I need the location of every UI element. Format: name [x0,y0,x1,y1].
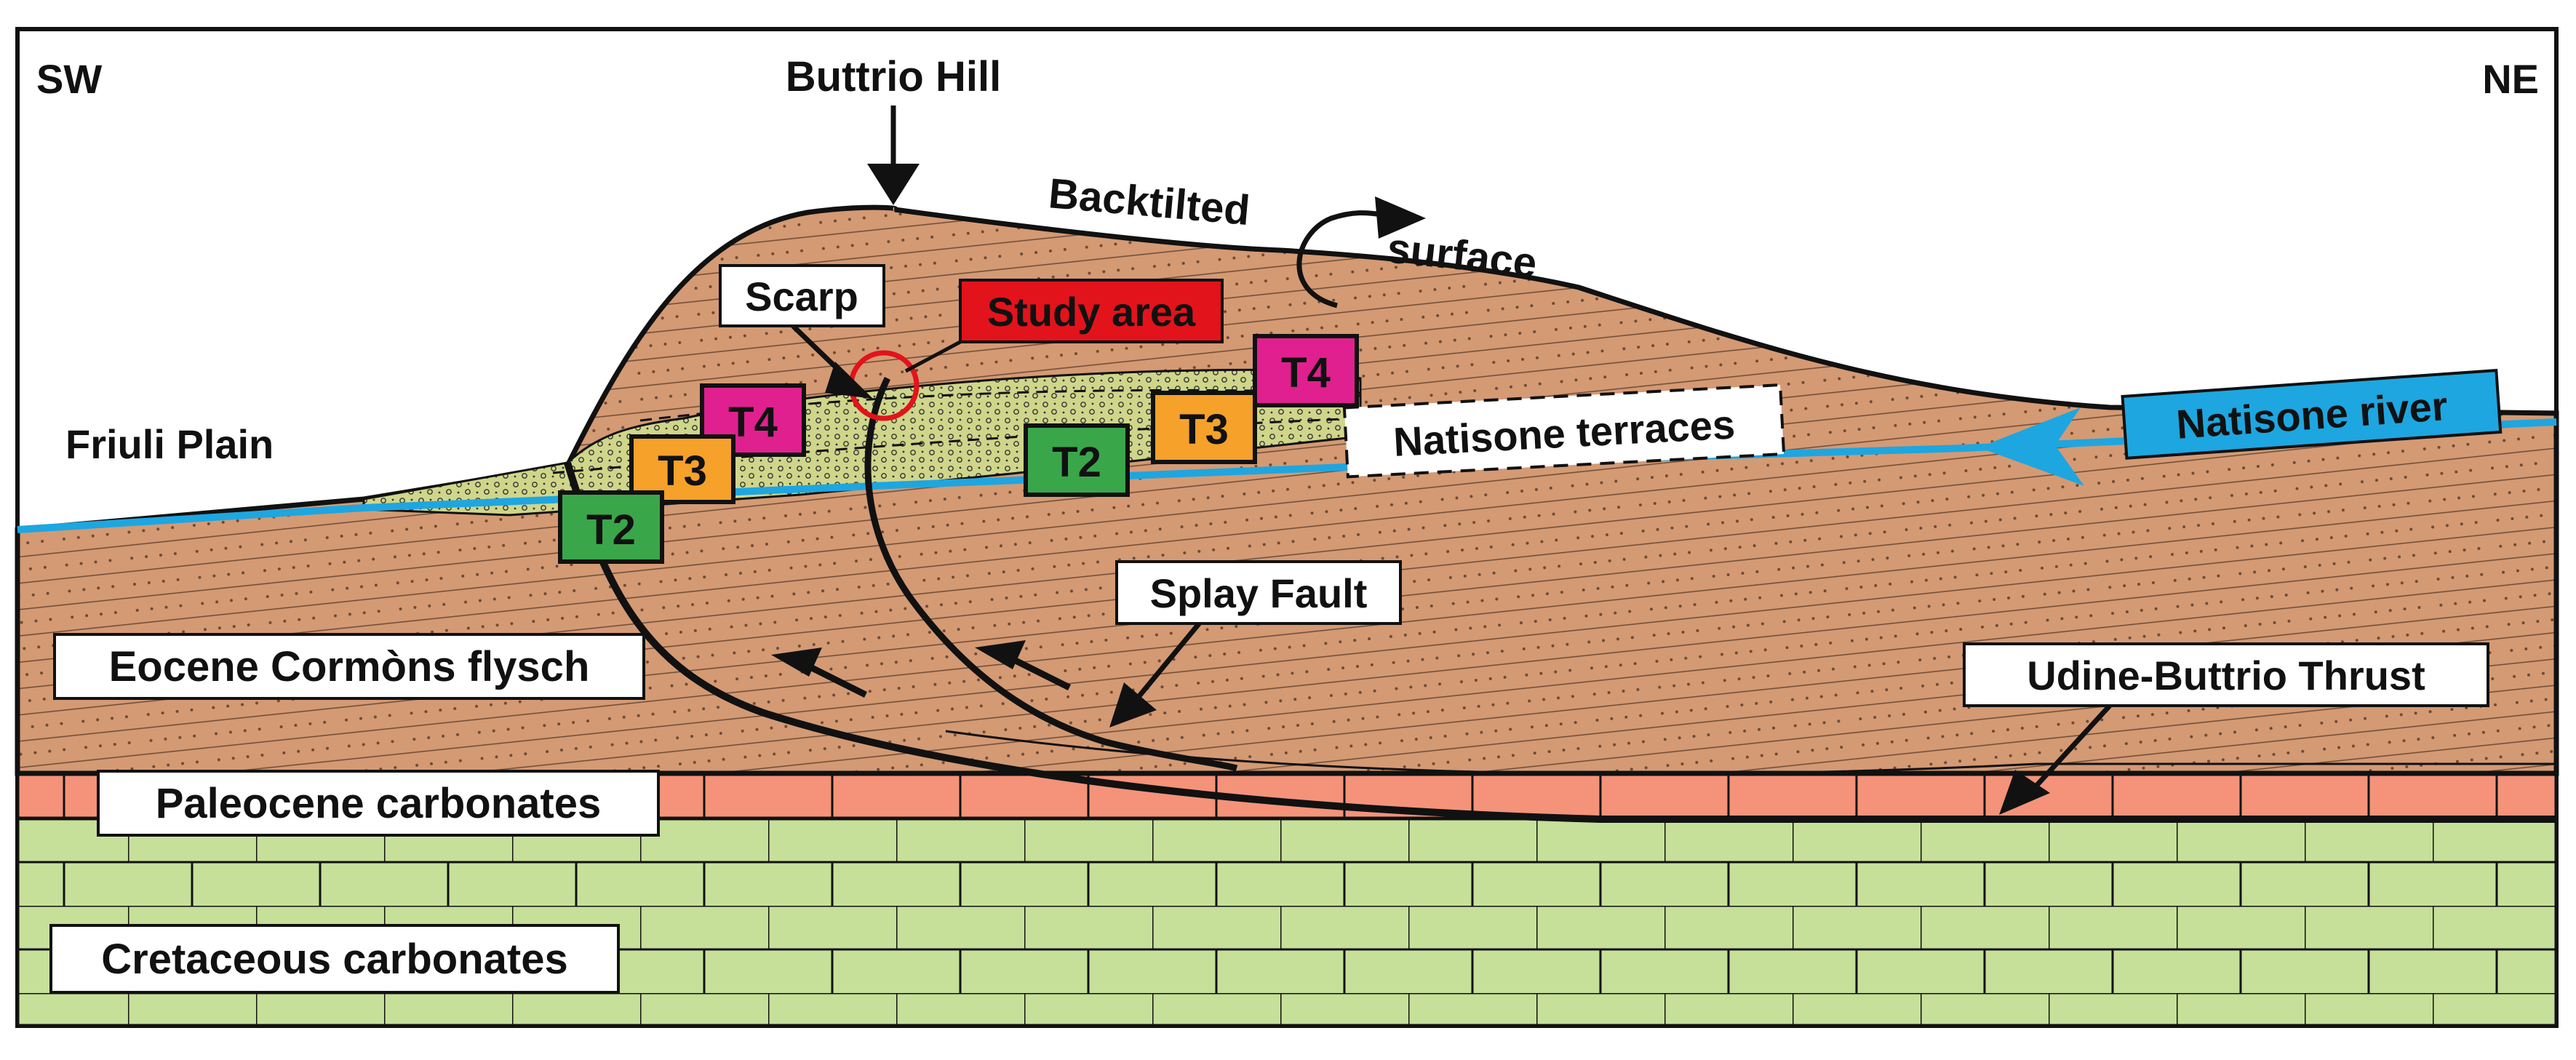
svg-text:T3: T3 [1179,406,1229,453]
splay-fault-callout: Splay Fault [1115,560,1402,625]
terrace-tag-t2-left: T2 [558,490,664,564]
scarp-label: Scarp [745,274,858,319]
splay-fault-pointer-head [1109,682,1157,728]
svg-text:T3: T3 [658,447,707,495]
terrace-tag-t2-right: T2 [1024,423,1130,497]
thrust-sheet-base [945,730,2556,776]
paleocene-unit-callout: Paleocene carbonates [97,770,660,837]
thrust-pointer-head [1999,770,2050,815]
flysch-unit-callout: Eocene Cormòns flysch [53,633,645,700]
splay-slip-arrowhead [975,640,1026,669]
study-area-callout: Study area [959,279,1224,343]
udine-buttrio-thrust-trace [564,461,2556,823]
splay-fault-pointer [1129,620,1203,708]
orientation-sw: SW [36,56,102,102]
terrace-tag-t3-right: T3 [1151,391,1257,464]
study-area-label: Study area [987,289,1196,335]
backtilt-curve-arrow [1296,210,1383,308]
thrust-pointer [2027,704,2112,795]
cretaceous-unit-callout: Cretaceous carbonates [49,924,620,994]
thrust-callout: Udine-Buttrio Thrust [1963,642,2489,707]
natisone-terraces-callout: Natisone terraces [1342,383,1786,479]
terrace-tag-t4-right: T4 [1253,334,1359,407]
svg-text:T4: T4 [1281,349,1331,396]
river-flow-arrow [1979,407,2084,486]
buttrio-hill-arrowhead [867,164,920,205]
thrust-slip-arrowhead [771,647,822,677]
paleocene-unit-label: Paleocene carbonates [156,780,602,827]
scarp-pointer-head [825,362,873,399]
buttrio-hill-label: Buttrio Hill [786,53,1001,100]
splay-fault-trace [864,376,1238,772]
cretaceous-layer [15,816,2559,1028]
backtilt-arrowhead [1375,196,1426,239]
cretaceous-unit-label: Cretaceous carbonates [101,936,567,983]
svg-text:T2: T2 [1052,439,1101,486]
svg-text:T2: T2 [586,506,636,554]
svg-text:T4: T4 [728,399,778,446]
splay-fault-label: Splay Fault [1150,570,1368,616]
scarp-callout: Scarp [719,264,885,327]
study-area-connector [904,340,962,373]
terrace-tag-t4-left: T4 [700,383,806,457]
natisone-river-callout: Natisone river [2121,368,2503,460]
thrust-label: Udine-Buttrio Thrust [2027,653,2425,698]
flysch-unit-label: Eocene Cormòns flysch [109,643,590,690]
orientation-ne: NE [2482,56,2539,102]
friuli-plain-label: Friuli Plain [65,421,274,467]
flysch-body [15,204,2559,776]
